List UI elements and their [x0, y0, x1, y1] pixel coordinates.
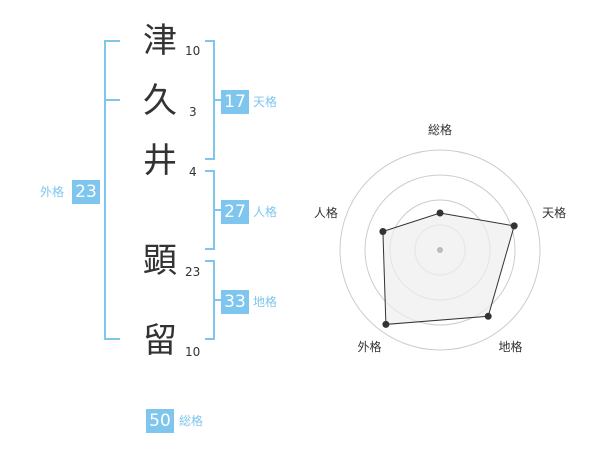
radar-axis-label-5: 人格: [314, 205, 338, 220]
radar-axis-label-3: 地格: [498, 339, 522, 354]
radar-point-1: [436, 209, 444, 217]
gaikaku-value-badge: 23: [72, 180, 100, 204]
chikaku-value-badge: 33: [221, 290, 249, 314]
soukaku-label: 総格: [179, 414, 204, 428]
tenkaku-bracket: [205, 40, 215, 160]
radar-point-5: [379, 228, 387, 235]
radar-axis-label-2: 天格: [542, 205, 566, 220]
jinkaku-bracket: [205, 170, 215, 250]
stroke-count-3: 4: [189, 165, 197, 179]
tenkaku-value-badge: 17: [221, 90, 249, 114]
tenkaku-bracket-tick: [215, 99, 221, 101]
stroke-count-5: 10: [185, 345, 201, 359]
tenkaku-label: 天格: [253, 95, 278, 109]
radar-point-3: [484, 312, 492, 320]
radar-axis-label-1: 総格: [428, 122, 452, 137]
name-char-4: 顕: [143, 241, 177, 281]
radar-point-2: [510, 222, 518, 230]
soukaku-value-badge: 50: [146, 409, 174, 433]
chikaku-label: 地格: [253, 295, 278, 309]
radar-grid-ring-1: [339, 149, 541, 351]
name-char-5: 留: [143, 321, 177, 361]
jinkaku-label: 人格: [253, 205, 278, 219]
radar-axis-label-4: 外格: [357, 339, 381, 354]
gaikaku-bracket: [104, 40, 120, 340]
jinkaku-bracket-tick: [215, 209, 221, 211]
stroke-count-2: 3: [189, 105, 197, 119]
name-char-2: 久: [143, 81, 177, 121]
chikaku-bracket-tick: [215, 299, 221, 301]
radar-series-polygon: [382, 212, 515, 325]
name-char-1: 津: [143, 21, 177, 61]
radar-point-4: [382, 320, 390, 328]
stroke-count-1: 10: [185, 44, 201, 58]
radar-center-dot: [437, 247, 443, 253]
chikaku-bracket: [205, 260, 215, 340]
gaikaku-label: 外格: [40, 185, 65, 199]
jinkaku-value-badge: 27: [221, 200, 249, 224]
radar-grid-ring-2: [364, 174, 516, 326]
stroke-count-4: 23: [185, 265, 201, 279]
gaikaku-bracket-tick: [104, 99, 120, 101]
name-char-3: 井: [143, 141, 177, 181]
